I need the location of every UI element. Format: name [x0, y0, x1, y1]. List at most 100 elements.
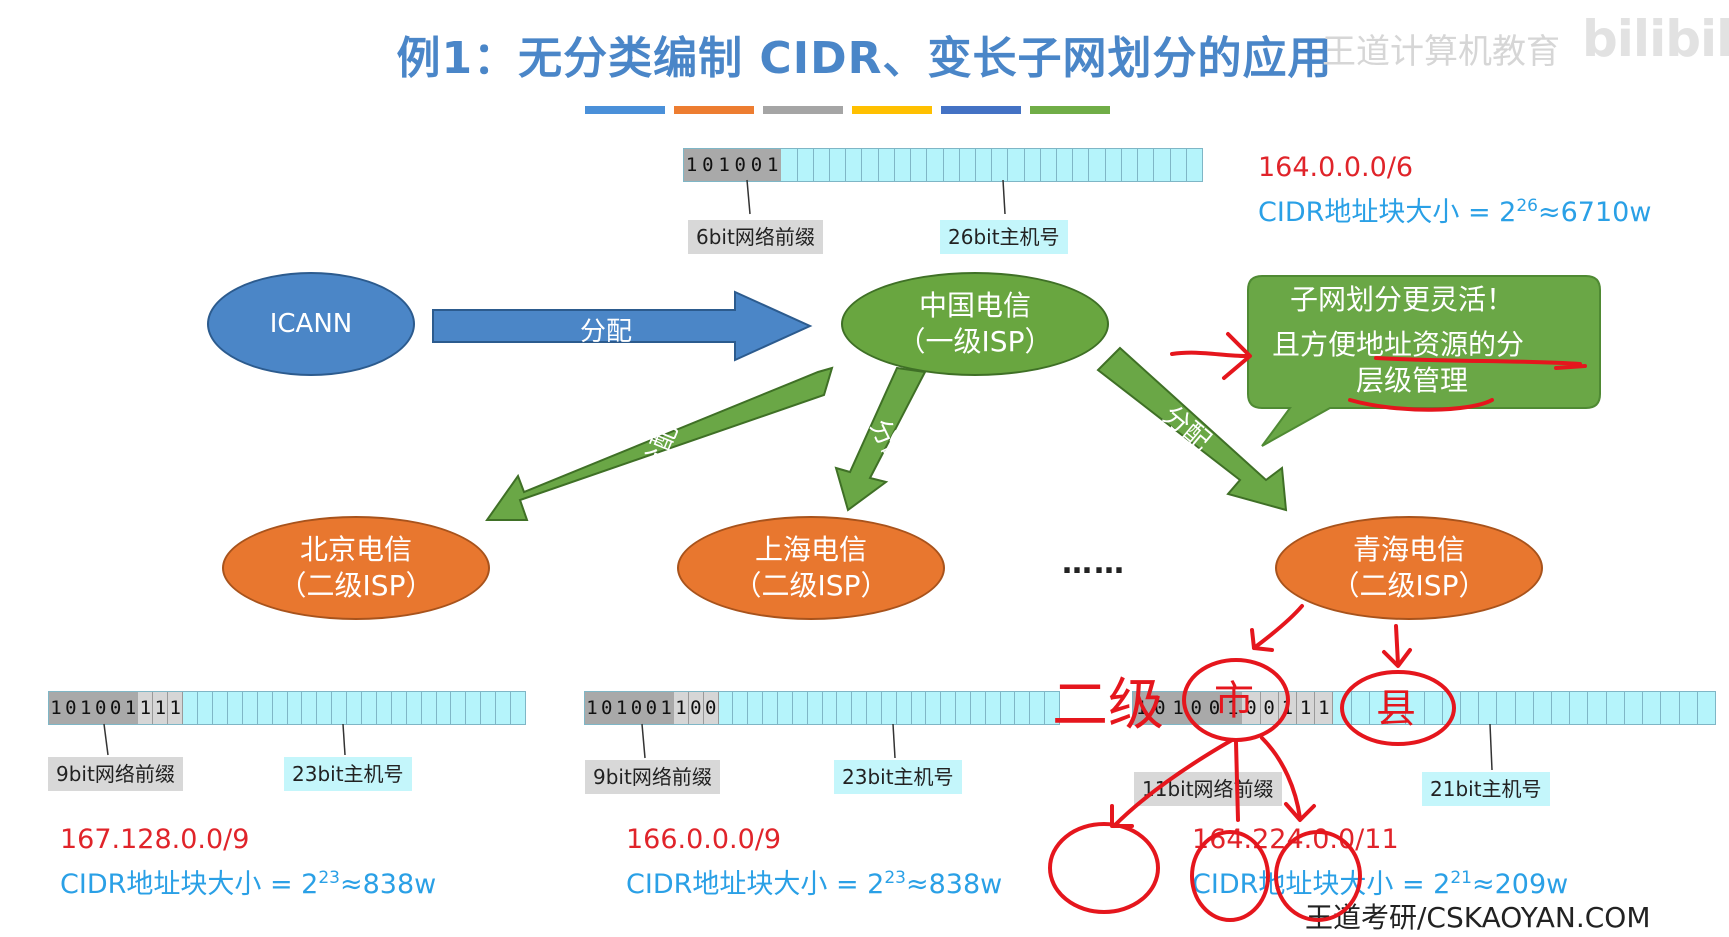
- host-bit-cell: [1442, 692, 1461, 724]
- host-bit-cell: [763, 692, 778, 724]
- prefix-bit-cell: 0: [1242, 692, 1261, 724]
- host-bit-cell: [748, 692, 764, 724]
- color-strip-segment: [1030, 106, 1110, 114]
- host-bit-cell: [1588, 692, 1607, 724]
- prefix-bit-cell: 0: [748, 149, 766, 181]
- shanghai-size-exp: 23: [884, 868, 906, 888]
- qinghai-host-label: 21bit主机号: [1422, 772, 1550, 806]
- host-bit-cell: [926, 692, 942, 724]
- host-bit-cell: [1606, 692, 1625, 724]
- host-bit-cell: [777, 692, 793, 724]
- page-title: 例1：无分类编制 CIDR、变长子网划分的应用: [396, 33, 1333, 84]
- host-bit-cell: [198, 692, 213, 724]
- shanghai-prefix-pointer: [641, 723, 646, 759]
- prefix-bit-cell: 1: [49, 692, 64, 724]
- host-bit-cell: [287, 692, 303, 724]
- host-bit-cell: [992, 149, 1009, 181]
- prefix-bit-cell: 1: [168, 692, 184, 724]
- prefix-bit-cell: 1: [78, 692, 94, 724]
- beijing-host-pointer: [342, 723, 346, 756]
- host-bit-cell: [1105, 149, 1122, 181]
- footer-text: 王道考研/CSKAOYAN.COM: [1305, 901, 1651, 934]
- host-bit-cell: [1388, 692, 1407, 724]
- arrow-china-qinghai: [1096, 346, 1288, 512]
- prefix-bit-cell: 1: [153, 692, 169, 724]
- prefix-bit-cell: 1: [138, 692, 154, 724]
- color-strip-segment: [674, 106, 754, 114]
- qinghai-size-tail: ≈209w: [1471, 869, 1569, 900]
- host-bit-cell: [970, 692, 986, 724]
- host-bit-cell: [1351, 692, 1370, 724]
- beijing-line1: 北京电信: [299, 533, 412, 566]
- prefix-bit-cell: 0: [703, 692, 719, 724]
- shanghai-host-pointer: [892, 723, 896, 759]
- qinghai-size-exp: 21: [1450, 868, 1472, 888]
- hand-branch-mid: [1234, 740, 1240, 822]
- host-bit-cell: [837, 692, 853, 724]
- prefix-bit-cell: 0: [732, 149, 749, 181]
- top-size-exp: 26: [1516, 196, 1538, 216]
- shanghai-host-label: 23bit主机号: [834, 760, 962, 794]
- hand-branch-right: [1260, 736, 1302, 820]
- beijing-size-label: CIDR地址块大小 = 2: [60, 869, 319, 900]
- host-bit-cell: [1479, 692, 1498, 724]
- callout-line3: 层级管理: [1356, 364, 1469, 397]
- host-bit-cell: [881, 692, 897, 724]
- host-bit-cell: [867, 692, 882, 724]
- top-prefix-pointer: [746, 179, 751, 215]
- host-bit-cell: [1369, 692, 1389, 724]
- hand-branch-right-head: [1284, 802, 1316, 822]
- prefix-bit-cell: 0: [1187, 692, 1206, 724]
- host-bit-cell: [813, 149, 830, 181]
- host-bit-cell: [1008, 149, 1025, 181]
- host-bit-cell: [807, 692, 823, 724]
- host-bit-cell: [1186, 149, 1203, 181]
- hand-label-city: 市: [1214, 678, 1254, 724]
- callout-line2: 且方便地址资源的分: [1272, 328, 1525, 361]
- prefix-bit-cell: 0: [93, 692, 109, 724]
- host-bit-cell: [911, 149, 928, 181]
- host-bit-cell: [466, 692, 482, 724]
- host-bit-cell: [829, 149, 847, 181]
- host-bit-cell: [1661, 692, 1680, 724]
- host-bit-cell: [1000, 692, 1016, 724]
- host-bit-cell: [959, 149, 976, 181]
- prefix-bit-cell: 0: [1260, 692, 1279, 724]
- prefix-bit-cell: 1: [1224, 692, 1243, 724]
- prefix-bit-cell: 1: [1315, 692, 1334, 724]
- host-bit-cell: [894, 149, 912, 181]
- prefix-bit-cell: 0: [1151, 692, 1170, 724]
- prefix-bit-cell: 0: [688, 692, 704, 724]
- prefix-bit-cell: 0: [108, 692, 124, 724]
- qinghai-host-pointer: [1489, 723, 1493, 771]
- host-bit-cell: [975, 149, 993, 181]
- shanghai-size: CIDR地址块大小 = 223≈838w: [626, 862, 1002, 901]
- prefix-bit-cell: 1: [123, 692, 139, 724]
- color-strip-segment: [585, 106, 665, 114]
- watermark-text: 王道计算机教育: [1322, 32, 1560, 72]
- host-bit-cell: [792, 692, 808, 724]
- top-size-tail: ≈6710w: [1537, 197, 1652, 228]
- top-size-label: CIDR地址块大小 = 2: [1258, 197, 1517, 228]
- top-host-pointer: [1002, 179, 1006, 215]
- host-bit-cell: [878, 149, 895, 181]
- hand-arrow-qinghai-right: [1394, 624, 1400, 666]
- hand-arrow-qinghai-left-head: [1250, 628, 1274, 652]
- prefix-bit-cell: 1: [674, 692, 689, 724]
- host-bit-cell: [927, 149, 944, 181]
- host-bit-cell: [1424, 692, 1443, 724]
- color-strip-segment: [852, 106, 932, 114]
- hand-underline-1: [1374, 356, 1582, 366]
- host-bit-cell: [822, 692, 838, 724]
- host-bit-cell: [956, 692, 971, 724]
- hand-dash: [1554, 364, 1587, 370]
- beijing-host-label: 23bit主机号: [284, 757, 412, 791]
- qinghai-line2: （二级ISP）: [1331, 569, 1487, 602]
- host-bit-cell: [376, 692, 392, 724]
